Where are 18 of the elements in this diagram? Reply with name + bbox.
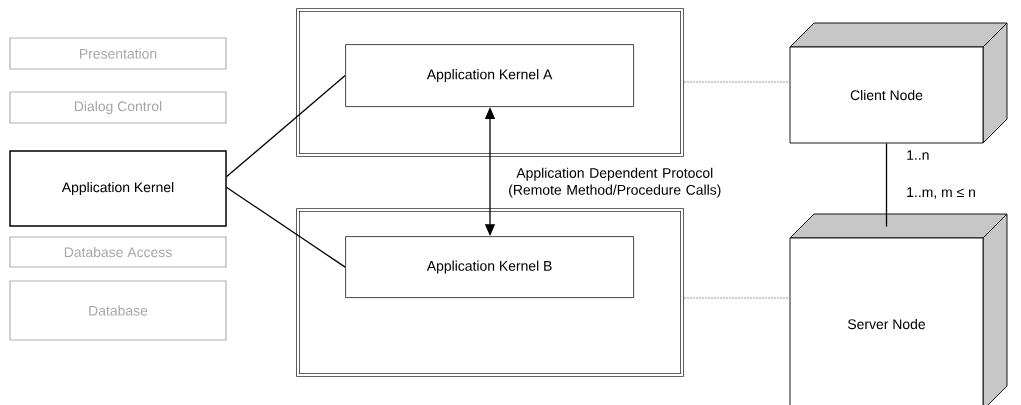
layer-box: Dialog Control [9,91,227,124]
component-box: Application Kernel A [345,44,635,108]
connector [885,142,888,228]
connector [683,297,791,299]
multiplicity-label: 1..m, m ≤ n [907,187,975,199]
layer-box: Presentation [9,37,227,70]
connector [226,186,346,268]
layer-box: Database [9,280,227,341]
connector [683,81,791,83]
node-cube: Client Node [789,22,1008,144]
connector [226,74,346,178]
node-cube: Server Node [789,213,1008,405]
layer-box: Database Access [9,236,227,268]
layer-box: Application Kernel [9,150,227,227]
component-box: Application Kernel B [345,236,635,299]
edge-label: Application Dependent Protocol (Remote Method/Procedure Calls) [509,167,721,198]
container-box [296,8,684,157]
container-box [296,208,684,377]
